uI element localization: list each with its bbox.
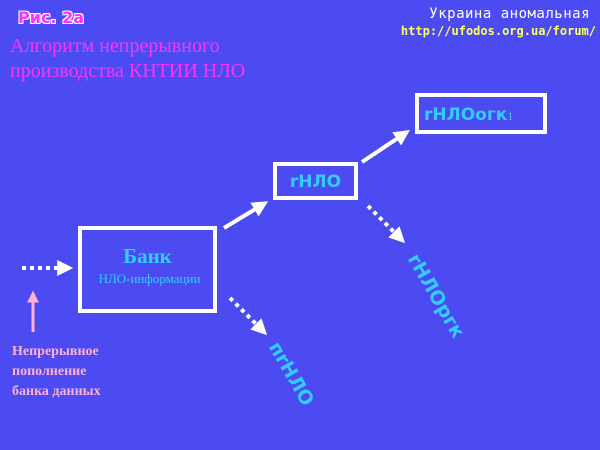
figure-label: Рис. 2а bbox=[18, 8, 84, 27]
diagram-title: Алгоритм непрерывного производства КНТИИ… bbox=[10, 34, 370, 84]
note-line-2: пополнение bbox=[12, 364, 87, 379]
arrow-rnlo-to-rnloogk bbox=[360, 130, 410, 164]
bank-box: Банк НЛО-информации bbox=[78, 226, 217, 313]
site-url[interactable]: http://ufodos.org.ua/forum/ bbox=[400, 24, 596, 38]
title-line-1: Алгоритм непрерывного bbox=[10, 35, 220, 57]
node-rnlo-ogk-subscript: 1 bbox=[507, 109, 514, 123]
site-name: Украина аномальная bbox=[429, 6, 590, 22]
node-rnlo-ogk-text: rНЛОогк bbox=[424, 105, 508, 125]
node-rnlo-label: rНЛО bbox=[289, 172, 342, 192]
note-line-3: банка данных bbox=[12, 384, 101, 399]
arrow-bank-to-rnlo bbox=[222, 201, 269, 230]
node-rnlo: rНЛО bbox=[273, 162, 358, 200]
arrow-bank-to-prnlo-dotted bbox=[228, 296, 268, 336]
node-rnlo-ogk: rНЛОогк1 bbox=[415, 93, 547, 134]
node-rnlo-ogk-label: rНЛОогк1 bbox=[424, 105, 513, 125]
replenish-note: Непрерывное пополнение банка данных bbox=[12, 342, 172, 402]
bank-title: Банк bbox=[123, 244, 172, 268]
note-line-1: Непрерывное bbox=[12, 344, 99, 359]
bank-subtitle: НЛО-информации bbox=[98, 271, 201, 286]
arrow-rnlo-to-rnlorgk-dotted bbox=[366, 204, 406, 244]
title-line-2: производства КНТИИ НЛО bbox=[10, 60, 246, 82]
